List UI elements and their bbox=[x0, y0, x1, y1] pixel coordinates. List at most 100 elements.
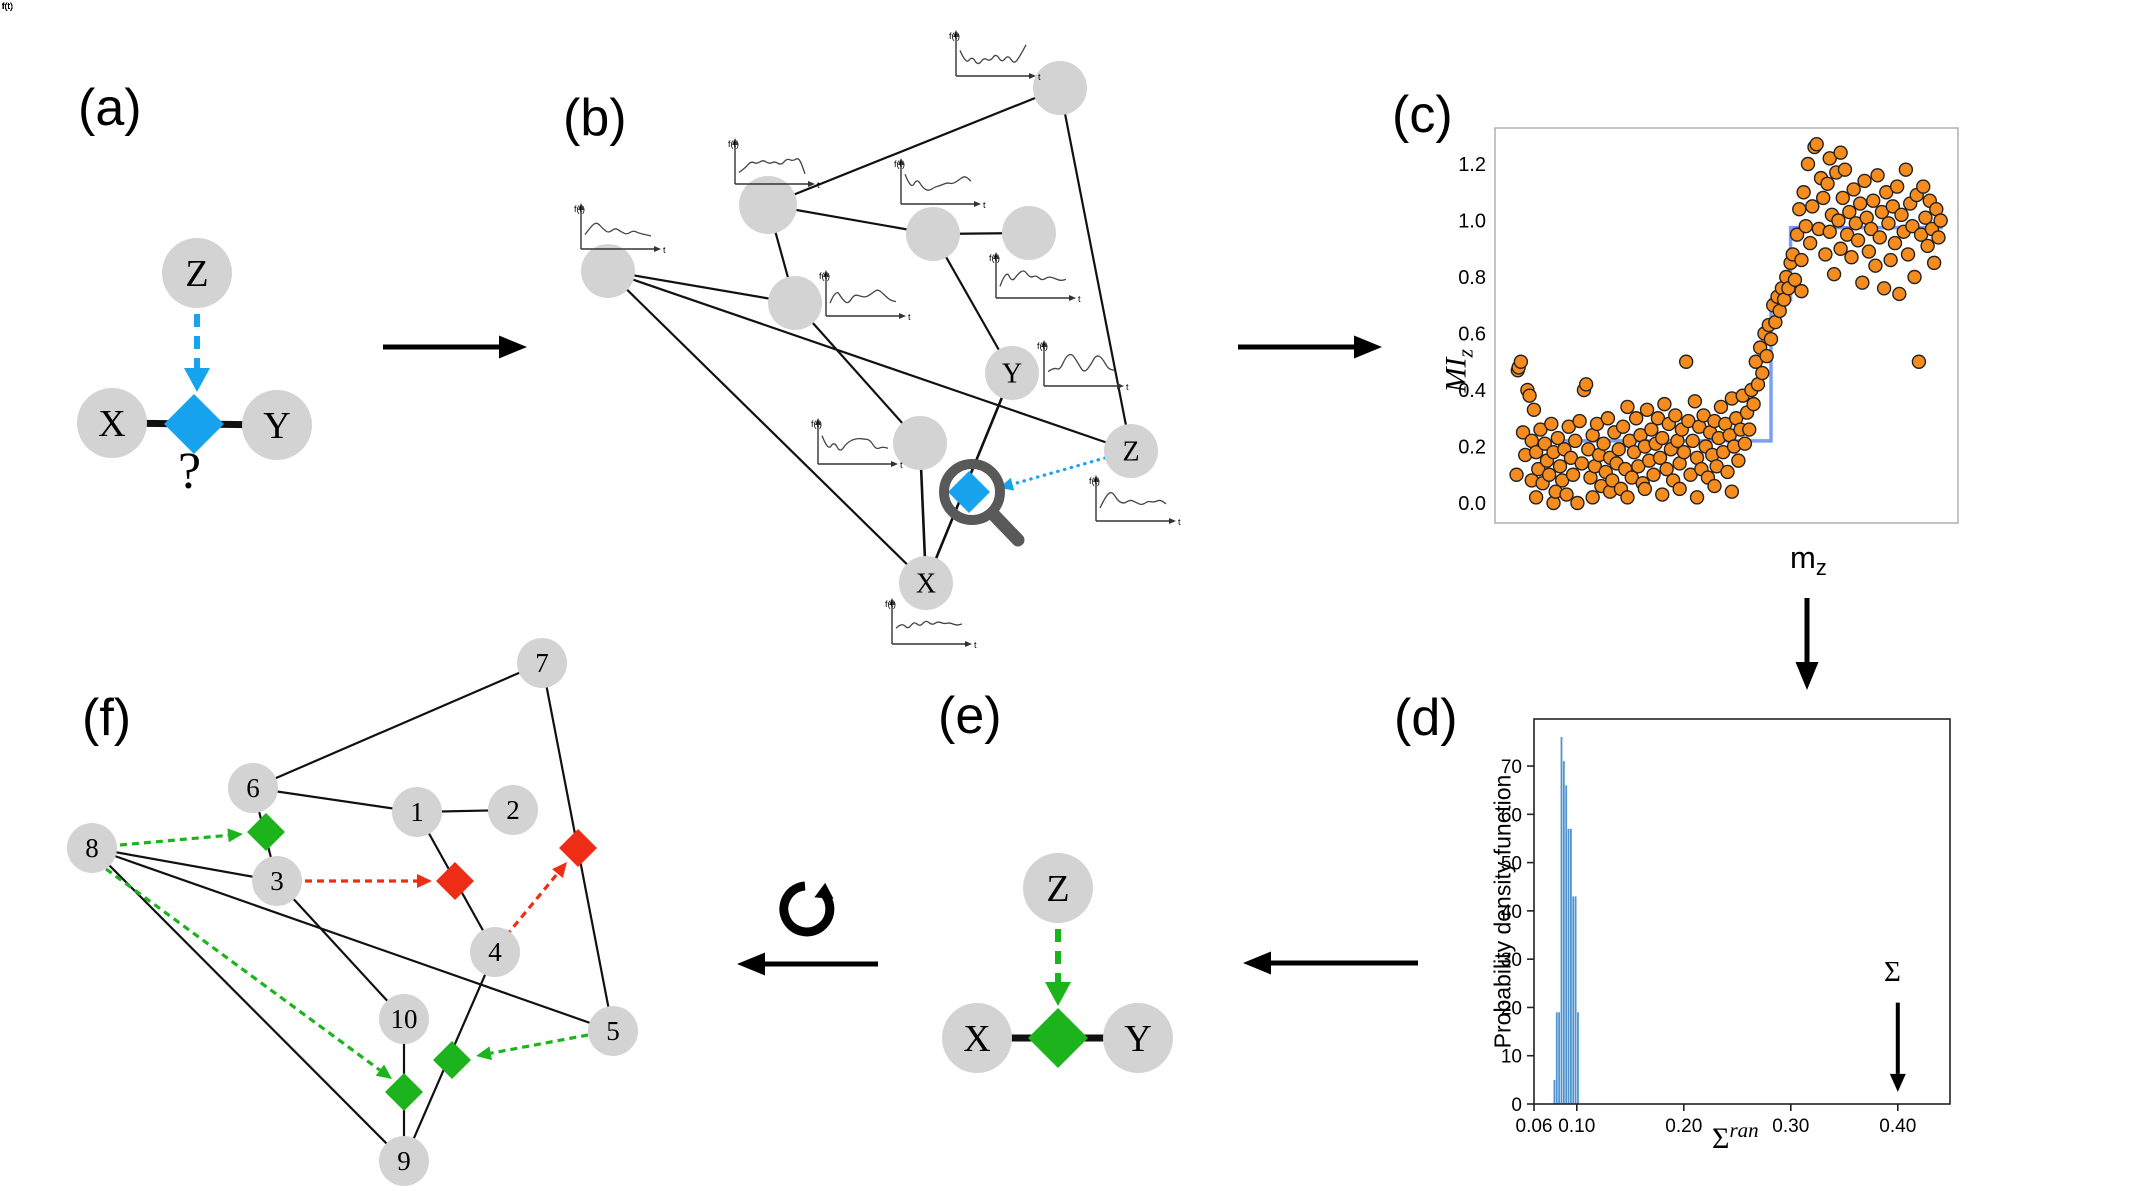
scatter-point bbox=[1600, 411, 1616, 426]
graph-node-b-n2 bbox=[739, 176, 797, 234]
panel-label-f: (f) bbox=[82, 689, 132, 747]
red-dashed-arrow bbox=[504, 872, 559, 938]
histogram-bar bbox=[1570, 828, 1572, 1104]
sparkline-ylabel: f(t) bbox=[2, 1, 13, 11]
scatter-point bbox=[1759, 348, 1774, 364]
green-dashed-arrow bbox=[119, 833, 229, 847]
scatter-point bbox=[1796, 185, 1811, 200]
scatter-point bbox=[1687, 394, 1703, 409]
scatter-point bbox=[1637, 481, 1653, 497]
scatter-point bbox=[1911, 354, 1927, 369]
d-ytick-label: 20 bbox=[1501, 998, 1522, 1019]
svg-text:t: t bbox=[1038, 72, 1041, 82]
graph-node-b-n6 bbox=[768, 276, 822, 330]
d-ytick-label: 50 bbox=[1501, 854, 1522, 875]
svg-text:f(t): f(t) bbox=[574, 204, 585, 214]
svg-text:10: 10 bbox=[391, 1004, 418, 1034]
scatter-point bbox=[1639, 402, 1655, 417]
scatter-point bbox=[1659, 461, 1674, 477]
sparkline-ylabel: f(t) bbox=[2, 1, 13, 11]
svg-text:t: t bbox=[908, 312, 911, 322]
scatter-point bbox=[1876, 281, 1892, 296]
histogram-bar bbox=[1558, 1012, 1561, 1104]
edge-n1-n2 bbox=[767, 86, 1061, 207]
scatter-point bbox=[1628, 411, 1644, 426]
graph-node-f-3 bbox=[252, 856, 302, 906]
timeseries-sparkline-2: f(t)t bbox=[728, 138, 820, 190]
green-diamond-marker bbox=[433, 1041, 471, 1079]
svg-text:t: t bbox=[900, 460, 903, 470]
sparkline-wave bbox=[584, 222, 652, 237]
scatter-point bbox=[1678, 354, 1694, 369]
scatter-point bbox=[1805, 199, 1820, 214]
flow-arrow-head bbox=[1795, 662, 1819, 690]
scatter-point bbox=[1541, 467, 1557, 482]
svg-text:t: t bbox=[1178, 517, 1181, 527]
sparkline-ylabel: f(t) bbox=[2, 1, 13, 11]
scatter-point bbox=[1835, 190, 1850, 206]
timeseries-sparkline-4: f(t)t bbox=[574, 203, 666, 255]
c-ytick-label: 0.8 bbox=[1458, 267, 1486, 289]
scatter-point bbox=[1737, 436, 1753, 451]
scatter-point bbox=[1672, 481, 1687, 497]
svg-text:X: X bbox=[916, 569, 936, 600]
red-dashed-arrow-head bbox=[552, 862, 567, 879]
sigma-annotation-arrow-head bbox=[1889, 1073, 1906, 1092]
scatter-point bbox=[1755, 365, 1770, 381]
scatter-point bbox=[1800, 156, 1816, 172]
question-mark: ? bbox=[178, 443, 202, 500]
svg-text:f(t): f(t) bbox=[1089, 476, 1100, 486]
graph-node-f-7 bbox=[517, 638, 567, 688]
scatter-point bbox=[1724, 484, 1740, 499]
svg-text:Z: Z bbox=[185, 253, 208, 295]
graph-node-b-n3 bbox=[906, 207, 960, 261]
svg-text:Z: Z bbox=[1122, 437, 1139, 468]
scatter-point bbox=[1707, 478, 1722, 494]
scatter-point bbox=[1831, 213, 1846, 228]
scatter-point bbox=[1646, 467, 1661, 482]
scatter-point bbox=[1652, 450, 1668, 465]
timeseries-sparkline-8: f(t) t bbox=[1089, 475, 1181, 527]
flow-arrow-head bbox=[1354, 335, 1382, 359]
scatter-point bbox=[1526, 402, 1542, 417]
green-dashed-arrow-head bbox=[227, 828, 243, 843]
scatter-point bbox=[1509, 467, 1524, 482]
panel-label-c: (c) bbox=[1392, 86, 1453, 144]
graph-node-f-1 bbox=[392, 787, 442, 837]
scatter-point bbox=[1537, 436, 1553, 451]
c-ytick-label: 1.2 bbox=[1458, 154, 1486, 176]
edge-8-5 bbox=[91, 846, 614, 1033]
timeseries-sparkline-10: f(t)t bbox=[885, 598, 977, 650]
graph-node-f-4 bbox=[470, 927, 520, 977]
scatter-point bbox=[1644, 422, 1659, 437]
timeseries-sparkline-9: f(t) t bbox=[811, 418, 903, 470]
step-fit-line bbox=[1527, 225, 1943, 443]
graph-node-b-n1 bbox=[1033, 61, 1087, 115]
svg-text:f(t): f(t) bbox=[1037, 341, 1048, 351]
scatter-point bbox=[1713, 399, 1729, 415]
scatter-point bbox=[1855, 275, 1870, 290]
sparkline-wave bbox=[895, 620, 963, 629]
scatter-point bbox=[1528, 444, 1544, 460]
sparkline-ylabel: f(t) bbox=[2, 1, 13, 11]
green-diamond-marker bbox=[1028, 1008, 1088, 1068]
histogram-bar bbox=[1553, 1079, 1556, 1104]
d-xtick-label: 0.40 bbox=[1879, 1116, 1916, 1137]
graph-node-a-X bbox=[77, 388, 147, 458]
svg-text:7: 7 bbox=[535, 648, 549, 678]
scatter-point bbox=[1892, 286, 1907, 302]
green-dashed-arrow-head bbox=[375, 1064, 392, 1079]
scatter-point bbox=[1676, 444, 1692, 460]
sparkline-ylabel: f(t) bbox=[2, 1, 13, 11]
scatter-point bbox=[1868, 258, 1883, 273]
graph-node-e-Y bbox=[1103, 1003, 1173, 1073]
scatter-point bbox=[1833, 241, 1848, 256]
graph-node-f-10 bbox=[379, 994, 429, 1044]
red-dashed-arrow-head bbox=[417, 874, 432, 888]
scatter-point bbox=[1578, 377, 1594, 392]
scatter-point bbox=[1720, 464, 1735, 480]
svg-text:f(t): f(t) bbox=[811, 419, 822, 429]
sparkline-ylabel: f(t) bbox=[2, 1, 13, 11]
panel-label-b: (b) bbox=[563, 89, 627, 147]
svg-text:Y: Y bbox=[1124, 1018, 1151, 1060]
